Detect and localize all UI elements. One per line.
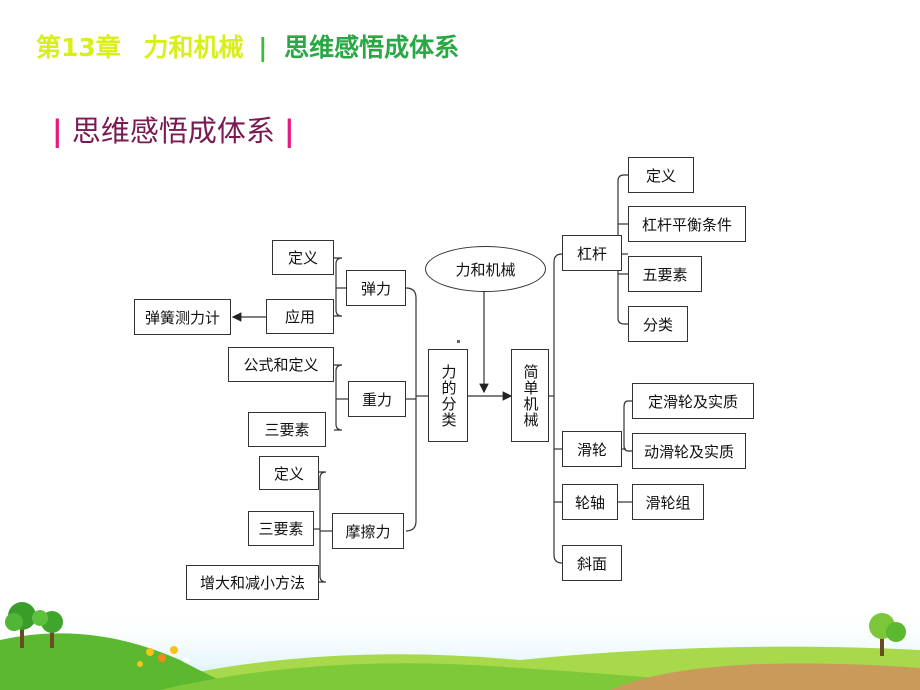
gravity-three-elements-node: 三要素 [248,412,326,447]
spring-scale-label: 弹簧测力计 [144,308,220,327]
elastic-application-label: 应用 [284,308,315,326]
simple-machines-node: 简单机械 [511,349,549,442]
lever-balance-label: 杠杆平衡条件 [641,215,732,234]
elastic-force-node: 弹力 [346,270,406,306]
root-node: 力和机械 [425,246,546,292]
gravity-label: 重力 [361,390,392,409]
root-node-label: 力和机械 [455,260,516,279]
lever-five-elements-label: 五要素 [642,265,688,284]
section-title: | 思维感悟成体系 | [52,108,295,150]
lever-node: 杠杆 [562,235,622,271]
section-title-text: 思维感悟成体系 [71,114,275,148]
force-classification-node: 力的分类 [428,349,468,442]
friction-definition-node: 定义 [259,456,319,490]
header-separator: | [258,33,268,62]
force-classification-label: 力的分类 [439,363,458,428]
gravity-three-elements-label: 三要素 [264,421,310,439]
friction-methods-node: 增大和减小方法 [186,565,319,600]
movable-pulley-label: 动滑轮及实质 [643,442,734,461]
friction-label: 摩擦力 [345,522,391,541]
elastic-application-node: 应用 [266,299,334,334]
chapter-label: 第13章 [36,33,121,62]
gravity-formula-node: 公式和定义 [228,347,334,382]
lever-definition-label: 定义 [645,166,676,185]
movable-pulley-node: 动滑轮及实质 [632,433,746,469]
lever-five-elements-node: 五要素 [628,256,702,292]
wheel-axle-label: 轮轴 [574,493,605,512]
wheel-axle-node: 轮轴 [562,484,618,520]
simple-machines-label: 简单机械 [521,363,540,428]
incline-label: 斜面 [576,554,607,573]
lever-balance-node: 杠杆平衡条件 [628,206,746,242]
small-dot [457,340,460,343]
friction-three-elements-node: 三要素 [248,511,314,546]
pulley-block-node: 滑轮组 [632,484,704,520]
pulley-block-label: 滑轮组 [645,493,691,512]
elastic-definition-label: 定义 [287,249,318,267]
friction-definition-label: 定义 [273,464,304,483]
friction-three-elements-label: 三要素 [258,520,304,538]
chapter-topic: 力和机械 [143,33,244,62]
fixed-pulley-label: 定滑轮及实质 [647,392,738,411]
incline-node: 斜面 [562,545,622,581]
friction-methods-label: 增大和减小方法 [199,574,305,592]
lever-classification-label: 分类 [642,315,673,334]
pulley-label: 滑轮 [576,440,607,459]
header-section: 思维感悟成体系 [284,33,460,62]
pulley-node: 滑轮 [562,431,622,467]
fixed-pulley-node: 定滑轮及实质 [632,383,754,419]
gravity-formula-label: 公式和定义 [243,356,319,374]
section-bar-left: | [52,114,63,148]
gravity-node: 重力 [348,381,406,417]
friction-node: 摩擦力 [332,513,404,549]
spring-scale-node: 弹簧测力计 [134,299,231,335]
lever-label: 杠杆 [576,244,607,263]
lever-definition-node: 定义 [628,157,694,193]
elastic-definition-node: 定义 [272,240,334,275]
elastic-force-label: 弹力 [360,279,391,298]
section-bar-right: | [284,114,295,148]
page-header: 第13章 力和机械 | 思维感悟成体系 [36,28,459,64]
lever-classification-node: 分类 [628,306,688,342]
